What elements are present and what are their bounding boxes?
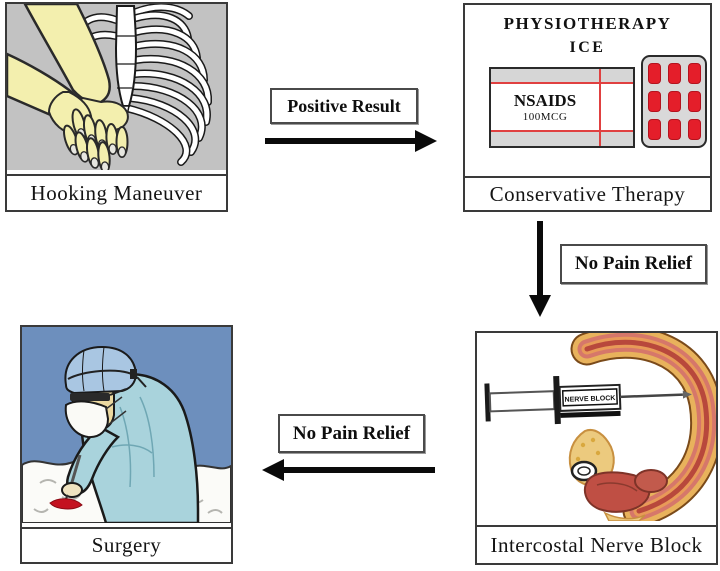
med-dose-label: 100MCG: [522, 111, 568, 123]
pill: [667, 91, 681, 112]
flow-label-no-pain-relief-down: No Pain Relief: [560, 244, 707, 284]
incision-blood-drawing: [49, 498, 83, 510]
glasses-drawing: [70, 393, 110, 401]
med-name-label: NSAIDS: [513, 91, 577, 110]
flow-label-no-pain-relief-left: No Pain Relief: [278, 414, 425, 453]
pill: [687, 63, 701, 84]
conservative-therapy-illustration: PHYSIOTHERAPY ICE NSAIDS 100MCG: [465, 5, 710, 178]
panel-caption-nerve-block: Intercostal Nerve Block: [477, 527, 716, 563]
hooking-maneuver-drawing: [7, 4, 226, 173]
nerve-block-illustration: NERVE BLOCK: [477, 333, 716, 527]
syringe-drawing: NERVE BLOCK: [484, 375, 692, 425]
mask-drawing: [64, 400, 110, 439]
pill: [687, 91, 701, 112]
arrow-down-icon: [529, 221, 551, 317]
ice-text: ICE: [569, 39, 606, 56]
surgery-illustration: [22, 327, 231, 529]
panel-caption-surgery: Surgery: [22, 529, 231, 562]
pill: [647, 63, 661, 84]
flow-label-positive-result: Positive Result: [270, 88, 418, 124]
pill: [667, 119, 681, 140]
pill: [647, 119, 661, 140]
physiotherapy-text: PHYSIOTHERAPY: [503, 14, 672, 33]
sternum-drawing: [114, 5, 138, 107]
pill: [687, 119, 701, 140]
examiner-hands-drawing: [7, 4, 129, 173]
pill: [647, 91, 661, 112]
pill: [667, 63, 681, 84]
panel-hooking-maneuver: Hooking Maneuver: [5, 2, 228, 212]
nerve-block-drawing: NERVE BLOCK: [477, 333, 716, 525]
panel-caption-hooking: Hooking Maneuver: [7, 176, 226, 210]
surgeon-drawing: [22, 327, 231, 525]
panel-caption-conservative: Conservative Therapy: [465, 178, 710, 210]
nsaids-box-drawing: NSAIDS 100MCG: [489, 67, 635, 148]
fingers-drawing: [63, 108, 129, 173]
pill-blister-pack-drawing: [641, 55, 707, 148]
ribcage-drawing: [73, 4, 213, 166]
panel-surgery: Surgery: [20, 325, 233, 564]
surgeon-figure-drawing: [49, 345, 200, 525]
panel-intercostal-nerve-block: NERVE BLOCK Intercostal Nerve Block: [475, 331, 718, 565]
arrow-left-icon: [262, 459, 435, 481]
panel-conservative-therapy: PHYSIOTHERAPY ICE NSAIDS 100MCG Conserva…: [463, 3, 712, 212]
rib-muscle-band-drawing: [570, 333, 716, 525]
hooking-illustration: [7, 4, 226, 176]
arrow-right-icon: [265, 130, 437, 152]
rib-cross-section-drawing: [568, 429, 668, 522]
syringe-label: NERVE BLOCK: [564, 395, 615, 404]
